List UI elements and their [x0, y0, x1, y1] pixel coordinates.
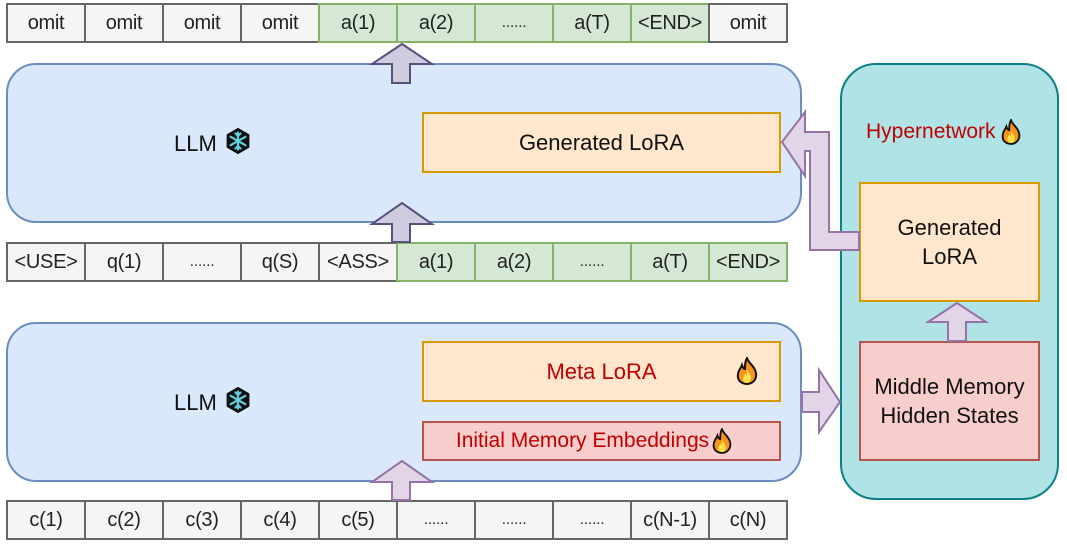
output-token: a(1) [318, 3, 398, 43]
context-token: c(2) [84, 500, 164, 540]
generated-lora-line2: LoRA [921, 244, 978, 269]
fire-icon [1000, 119, 1022, 145]
context-token: c(4) [240, 500, 320, 540]
generated-lora-box-hyper: Generated LoRA [859, 182, 1040, 302]
generated-lora-label: Generated LoRA [518, 129, 685, 155]
initial-memory-embeddings-label: Initial Memory Embeddings [455, 429, 710, 452]
output-token: ...... [474, 3, 554, 43]
fire-icon [735, 355, 759, 390]
input-token: ...... [162, 242, 242, 282]
upper-llm-label: LLM [174, 128, 251, 160]
context-token: c(N) [708, 500, 788, 540]
output-token: a(2) [396, 3, 476, 43]
generated-lora-line1: Generated [897, 215, 1002, 240]
meta-lora-label: Meta LoRA [546, 358, 657, 384]
snowflake-icon [225, 387, 251, 419]
output-token: omit [240, 3, 320, 43]
middle-memory-hidden-states-box: Middle Memory Hidden States [859, 341, 1040, 461]
output-token: omit [162, 3, 242, 43]
input-token: q(1) [84, 242, 164, 282]
hidden-states-line1: Middle Memory [874, 374, 1025, 399]
input-token: <USE> [6, 242, 86, 282]
input-token: a(2) [474, 242, 554, 282]
input-token: ...... [552, 242, 632, 282]
input-token: a(1) [396, 242, 476, 282]
input-token-row: <USE>q(1)......q(S)<ASS>a(1)a(2)......a(… [6, 242, 788, 282]
output-token: a(T) [552, 3, 632, 43]
hypernetwork-label: Hypernetwork [866, 120, 996, 143]
context-token: c(3) [162, 500, 242, 540]
hidden-states-line2: Hidden States [880, 403, 1019, 428]
snowflake-icon [225, 128, 251, 160]
context-token: c(5) [318, 500, 398, 540]
output-token: <END> [630, 3, 710, 43]
lower-llm-label: LLM [174, 387, 251, 419]
meta-lora-box: Meta LoRA [422, 341, 781, 402]
arrow-right-to-hypernetwork [801, 366, 842, 436]
lower-llm-text: LLM [174, 390, 217, 415]
context-token-row: c(1)c(2)c(3)c(4)c(5)..................c(… [6, 500, 788, 540]
context-token: ...... [396, 500, 476, 540]
context-token: c(N-1) [630, 500, 710, 540]
input-token: <END> [708, 242, 788, 282]
input-token: q(S) [240, 242, 320, 282]
upper-llm-text: LLM [174, 131, 217, 156]
hypernetwork-title: Hypernetwork [866, 119, 1022, 145]
input-token: <ASS> [318, 242, 398, 282]
context-token: c(1) [6, 500, 86, 540]
fire-icon [711, 428, 733, 454]
initial-memory-embeddings-box: Initial Memory Embeddings [422, 421, 781, 461]
output-token: omit [708, 3, 788, 43]
input-token: a(T) [630, 242, 710, 282]
output-token: omit [6, 3, 86, 43]
context-token: ...... [552, 500, 632, 540]
generated-lora-box-upper: Generated LoRA [422, 112, 781, 173]
context-token: ...... [474, 500, 554, 540]
output-token: omit [84, 3, 164, 43]
